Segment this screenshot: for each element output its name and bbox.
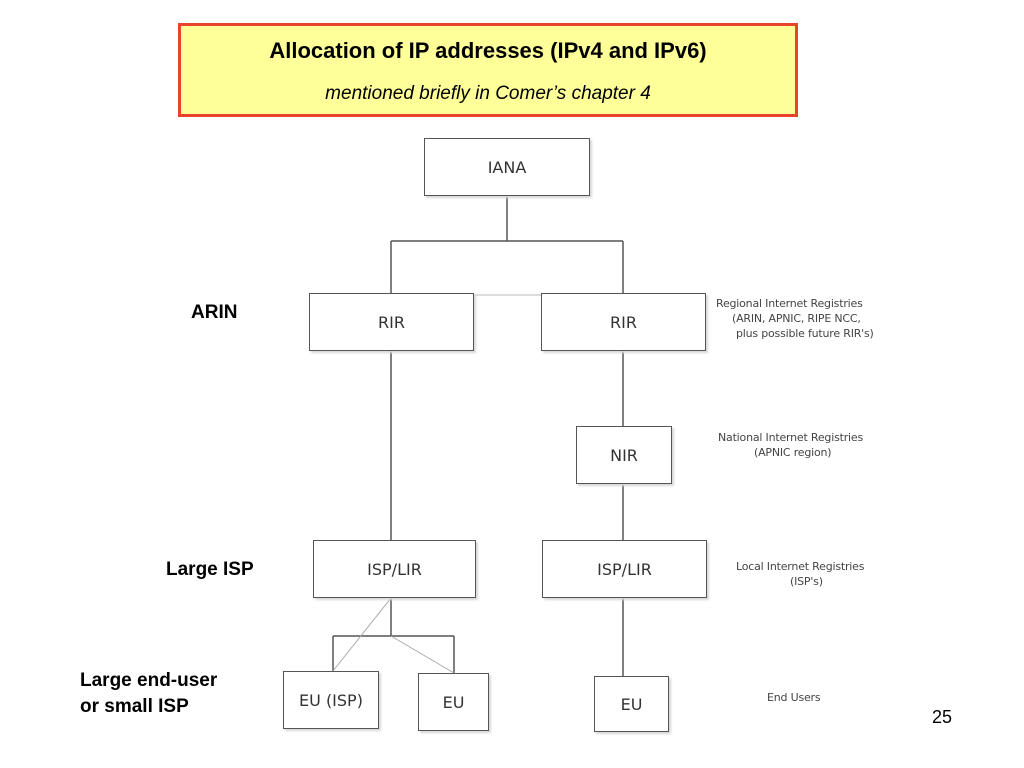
large-end-user-line1: Large end-user xyxy=(80,670,218,691)
title-box: Allocation of IP addresses (IPv4 and IPv… xyxy=(178,23,798,117)
rir-node-left: RIR xyxy=(309,293,474,351)
iana-node: IANA xyxy=(424,138,590,196)
rir-node-right: RIR xyxy=(541,293,706,351)
large-end-user-line2: or small ISP xyxy=(80,696,189,717)
delegation-line-eu xyxy=(390,635,455,674)
eu-node-left: EU xyxy=(418,673,489,731)
eu-isp-node: EU (ISP) xyxy=(283,671,379,729)
nir-note-line2: (APNIC region) xyxy=(754,446,832,459)
nir-note-line1: National Internet Registries xyxy=(718,431,863,444)
large-isp-label: Large ISP xyxy=(166,559,254,580)
end-users-note: End Users xyxy=(767,691,821,704)
lir-note-line1: Local Internet Registries xyxy=(736,560,865,573)
slide-title: Allocation of IP addresses (IPv4 and IPv… xyxy=(269,38,707,63)
rir-note-line2: (ARIN, APNIC, RIPE NCC, xyxy=(732,312,861,325)
lir-note: Local Internet Registries (ISP's) xyxy=(736,559,864,589)
rir-note-line3: plus possible future RIR's) xyxy=(736,327,874,340)
rir-note-line1: Regional Internet Registries xyxy=(716,297,863,310)
rir-note: Regional Internet Registries (ARIN, APNI… xyxy=(716,296,874,341)
isp-lir-node-left: ISP/LIR xyxy=(313,540,476,598)
slide-subtitle: mentioned briefly in Comer’s chapter 4 xyxy=(325,83,651,104)
large-end-user-label: Large end-user or small ISP xyxy=(80,668,217,720)
lir-note-line2: (ISP's) xyxy=(790,575,823,588)
nir-node: NIR xyxy=(576,426,672,484)
eu-node-right: EU xyxy=(594,676,669,732)
delegation-line-eu-isp xyxy=(332,597,392,672)
isp-lir-node-right: ISP/LIR xyxy=(542,540,707,598)
nir-note: National Internet Registries (APNIC regi… xyxy=(718,430,863,460)
page-number: 25 xyxy=(932,707,953,727)
arin-label: ARIN xyxy=(191,302,238,323)
